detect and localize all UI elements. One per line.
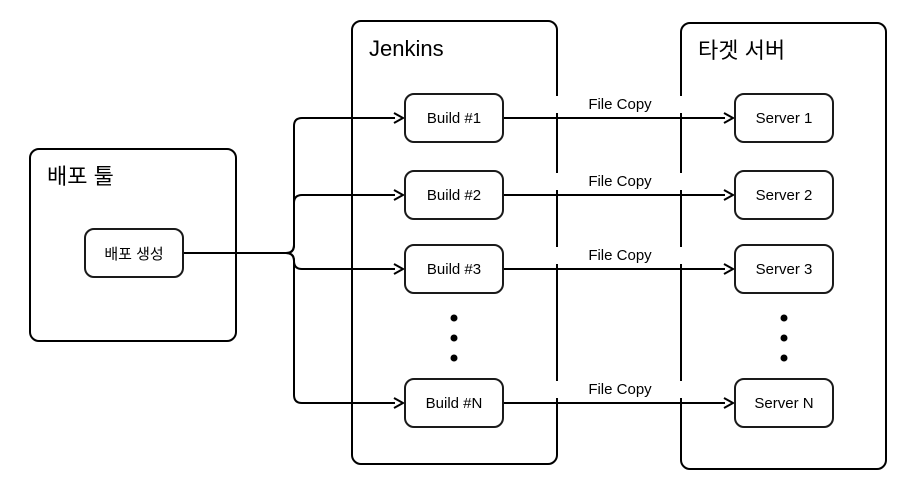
- group-deploy-tool: 배포 툴: [29, 148, 237, 342]
- edge-label-file-copy-3: File Copy: [550, 247, 690, 264]
- group-jenkins: Jenkins: [351, 20, 558, 465]
- edge-label-file-copy-n: File Copy: [550, 381, 690, 398]
- group-target-server: 타겟 서버: [680, 22, 887, 470]
- node-server-1: Server 1: [734, 93, 834, 143]
- node-server-n: Server N: [734, 378, 834, 428]
- group-title-deploy-tool: 배포 툴: [47, 164, 114, 189]
- node-build-3: Build #3: [404, 244, 504, 294]
- group-title-jenkins: Jenkins: [369, 36, 444, 61]
- node-build-1: Build #1: [404, 93, 504, 143]
- node-build-n: Build #N: [404, 378, 504, 428]
- node-deploy-create: 배포 생성: [84, 228, 184, 278]
- edge-label-file-copy-2: File Copy: [550, 173, 690, 190]
- edge-label-file-copy-1: File Copy: [550, 96, 690, 113]
- node-server-3: Server 3: [734, 244, 834, 294]
- node-server-2: Server 2: [734, 170, 834, 220]
- group-title-target-server: 타겟 서버: [698, 38, 786, 63]
- node-build-2: Build #2: [404, 170, 504, 220]
